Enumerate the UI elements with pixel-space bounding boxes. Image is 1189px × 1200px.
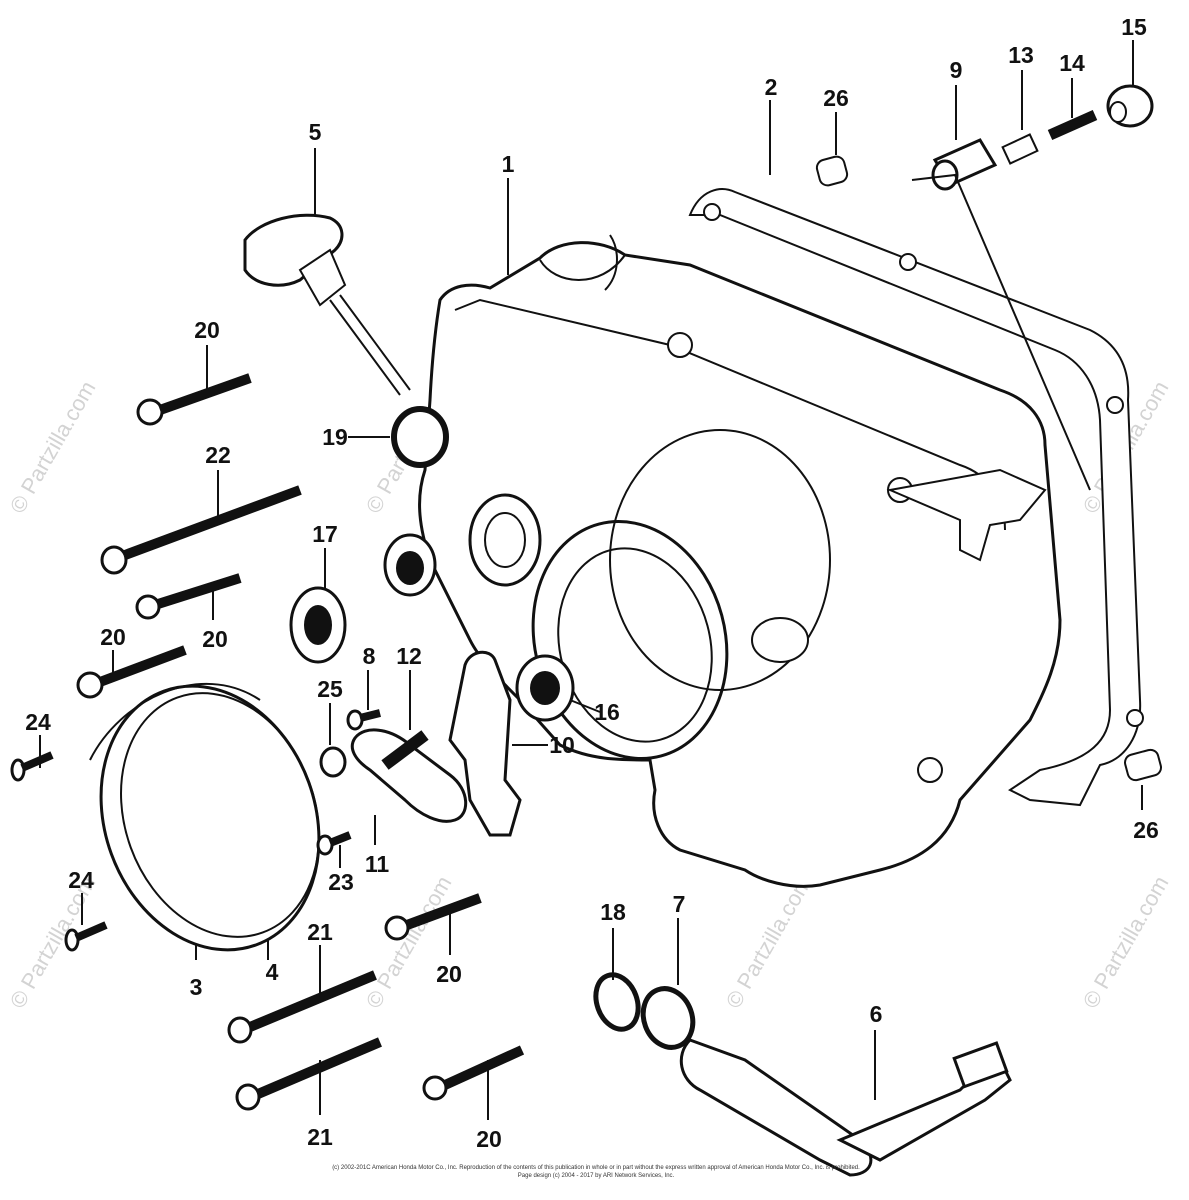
callout-25: 25 — [317, 676, 343, 702]
callout-26: 26 — [1133, 817, 1159, 843]
spacer-13 — [1001, 133, 1039, 165]
cap-nut-15 — [1106, 84, 1154, 128]
crankcase-cover — [383, 234, 1062, 888]
callout-17: 17 — [312, 521, 338, 547]
gasket-hole — [899, 253, 917, 271]
callout-18: 18 — [600, 899, 626, 925]
bolts — [10, 84, 1162, 1111]
spring-12 — [381, 730, 429, 770]
bolt-9 — [931, 138, 998, 191]
screw-24-a — [10, 751, 54, 782]
callout-13: 13 — [1008, 42, 1034, 68]
callout-20: 20 — [100, 624, 126, 650]
lever-bracket — [886, 468, 1047, 562]
callout-20: 20 — [202, 626, 228, 652]
callout-26: 26 — [823, 85, 849, 111]
side-cover — [89, 683, 321, 952]
nut-25 — [319, 746, 347, 778]
dowel-pin-26-b — [1124, 748, 1162, 782]
callout-5: 5 — [309, 119, 322, 145]
bolt-20-d — [384, 893, 482, 941]
callout-12: 12 — [396, 643, 422, 669]
watermark: © Partzilla.com — [721, 872, 817, 1013]
oil-dipstick — [243, 213, 411, 396]
screw-24-b — [64, 921, 108, 952]
copyright-footer: (c) 2002-201C American Honda Motor Co., … — [332, 1165, 860, 1179]
watermark: © Partzilla.com — [361, 872, 457, 1013]
oil-seal-17 — [289, 586, 347, 664]
spring-7 — [640, 986, 696, 1050]
callout-20: 20 — [476, 1126, 502, 1152]
callout-16: 16 — [594, 699, 620, 725]
boss — [667, 332, 693, 358]
bolt-20-a — [136, 373, 252, 426]
bolt-20-e — [422, 1045, 525, 1101]
spring-14 — [1047, 109, 1098, 141]
callout-11: 11 — [365, 851, 390, 877]
callout-7: 7 — [673, 891, 686, 917]
o-ring-18 — [593, 972, 641, 1032]
bolt-20-c — [76, 645, 187, 699]
callout-9: 9 — [950, 57, 963, 83]
callout-20: 20 — [436, 961, 462, 987]
kickstarter — [593, 972, 1012, 1177]
bolt-8 — [346, 709, 381, 731]
callout-20: 20 — [194, 317, 220, 343]
bolt-21-a — [227, 970, 377, 1044]
copyright-line-2: Page design (c) 2004 - 2017 by ARI Netwo… — [518, 1173, 675, 1179]
callout-10: 10 — [549, 732, 575, 758]
bolt-22 — [100, 485, 302, 575]
callout-15: 15 — [1121, 14, 1147, 40]
watermark: © Partzilla.com — [5, 377, 101, 518]
callout-6: 6 — [870, 1001, 883, 1027]
copyright-line-1: (c) 2002-201C American Honda Motor Co., … — [332, 1165, 860, 1171]
leader-lines — [39, 40, 1143, 1120]
o-ring-19 — [391, 406, 449, 468]
bolt-21-b — [235, 1037, 382, 1111]
oil-filler-boss-inner — [396, 551, 424, 585]
clutch-lever-plate — [448, 650, 522, 837]
dome — [609, 429, 831, 691]
callout-20: 20 — [436, 961, 462, 987]
callout-labels: 1 2 3 4 5 6 7 8 9 10 11 12 13 14 15 16 1… — [25, 14, 1159, 1152]
gasket-hole — [1106, 396, 1124, 414]
callout-21: 21 — [307, 1124, 333, 1150]
filter-boss-inner — [484, 512, 526, 568]
callout-24: 24 — [25, 709, 51, 735]
callout-19: 19 — [322, 424, 348, 450]
boss — [917, 757, 943, 783]
callout-1: 1 — [502, 151, 515, 177]
shaft-boss — [751, 617, 809, 663]
callout-24: 24 — [68, 867, 94, 893]
callout-8: 8 — [363, 643, 376, 669]
oil-seal-16 — [515, 654, 575, 722]
callout-3: 3 — [190, 974, 203, 1000]
callout-21: 21 — [307, 919, 333, 945]
dowel-pin-26-a — [815, 155, 849, 187]
callout-14: 14 — [1059, 50, 1085, 76]
gasket-hole — [703, 203, 721, 221]
bolt-20-b — [135, 573, 242, 620]
clutch-lifter-cam — [350, 728, 468, 823]
watermark: © Partzilla.com — [1078, 872, 1174, 1013]
callout-2: 2 — [765, 74, 778, 100]
callout-4: 4 — [266, 959, 279, 985]
callout-22: 22 — [205, 442, 231, 468]
gasket-hole — [1126, 709, 1144, 727]
callout-23: 23 — [328, 869, 354, 895]
screw-23 — [316, 831, 352, 856]
